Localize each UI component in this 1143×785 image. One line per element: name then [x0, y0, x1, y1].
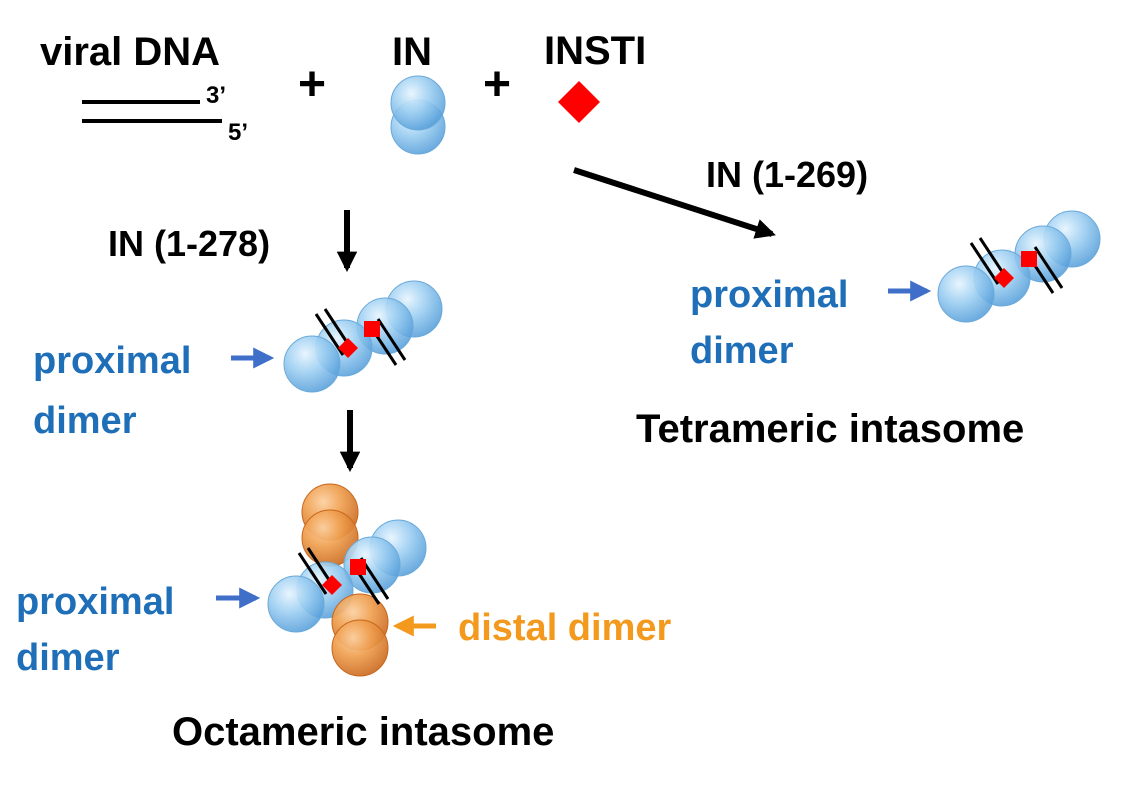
arrow-diagonal-icon	[573, 167, 776, 239]
dna-3-prime-label: 3’	[206, 82, 226, 109]
red-square-icon	[364, 321, 380, 337]
tetrameric-intasome-title: Tetrameric intasome	[636, 407, 1024, 451]
red-diamond-icon	[322, 575, 342, 595]
red-diamond-icon	[338, 338, 358, 358]
construct-label-1-269: IN (1-269)	[706, 154, 868, 195]
red-diamond-icon	[558, 81, 600, 123]
plus-sign-2: +	[483, 58, 511, 111]
insti-label: INSTI	[544, 29, 646, 73]
left-pathway: IN (1-278) proximal dimer	[16, 210, 671, 754]
viral-dna-label: viral DNA	[40, 30, 220, 74]
dimer-label-intermediate: dimer	[33, 400, 137, 442]
plus-sign-1: +	[298, 58, 326, 111]
octameric-intasome-title: Octameric intasome	[172, 710, 554, 754]
intermediate-tetramer	[283, 280, 443, 393]
construct-label-1-278: IN (1-278)	[108, 223, 270, 264]
dna-5-prime-label: 5’	[228, 119, 248, 146]
reactant-insti: INSTI	[544, 29, 646, 123]
dna-duplex-lines-icon	[82, 100, 222, 123]
proximal-label-intermediate: proximal	[33, 340, 191, 382]
tetramer-product	[937, 210, 1101, 323]
distal-dimer-label: distal dimer	[458, 607, 671, 649]
proximal-label-tetramer: proximal	[690, 274, 848, 316]
reactant-viral-dna: viral DNA 3’ 5’	[40, 30, 248, 146]
blue-sphere-icon	[390, 75, 446, 155]
octamer-product	[267, 483, 427, 677]
proximal-label-octamer: proximal	[16, 581, 174, 623]
dimer-label-octamer: dimer	[16, 637, 120, 679]
in-label: IN	[392, 30, 432, 74]
reactant-integrase: IN	[390, 30, 446, 155]
dimer-label-tetramer: dimer	[690, 330, 794, 372]
red-square-icon	[350, 559, 366, 575]
red-diamond-icon	[994, 268, 1014, 288]
red-square-icon	[1021, 251, 1037, 267]
right-pathway: IN (1-269) proximal dimer Tetrameric int…	[573, 154, 1101, 451]
